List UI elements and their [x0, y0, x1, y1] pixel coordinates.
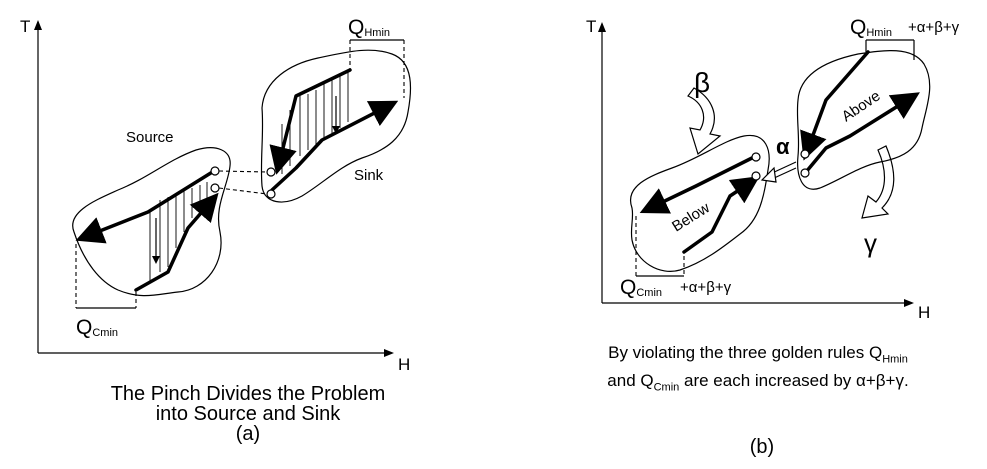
above-hot-curve: [800, 50, 870, 161]
panel-a-t-label: T: [20, 17, 30, 36]
caption-a-line1: The Pinch Divides the Problem: [110, 383, 386, 405]
caption-b: By violating the three golden rules QHmi…: [532, 342, 984, 399]
gamma-label: γ: [864, 228, 877, 258]
panel-a: T H Source: [20, 16, 412, 374]
sink-region: [260, 49, 412, 203]
sink-cold-curve: [270, 100, 399, 192]
alpha-arrow: [760, 161, 797, 183]
caption-b-tag: (b): [749, 436, 775, 458]
sink-pinch-point-cold: [266, 189, 276, 199]
qcmin-bracket: [75, 244, 137, 309]
source-cold-curve: [134, 192, 219, 292]
qcmin-label-b: QCmin: [620, 276, 662, 299]
source-pinch-point-cold: [210, 183, 220, 193]
source-label: Source: [126, 129, 174, 146]
qcmin-penalty-b: +α+β+γ: [680, 279, 732, 296]
beta-arrow: [687, 87, 722, 156]
alpha-label: α: [776, 134, 790, 159]
qhmin-penalty-b: +α+β+γ: [908, 19, 960, 36]
gamma-arrow: [861, 145, 895, 219]
panel-b-t-label: T: [586, 17, 596, 36]
caption-a-line2: into Source and Sink: [155, 403, 341, 425]
below-pinch-point-hot: [751, 152, 761, 162]
sink-hot-curve: [269, 68, 352, 175]
source-hot-curve: [75, 169, 216, 244]
below-cold-curve: [682, 176, 760, 254]
qhmin-bracket: [349, 39, 405, 98]
sink-label: Sink: [354, 167, 384, 184]
above-pinch-point-hot: [800, 149, 810, 159]
panel-b: T H Below Above α β γ: [586, 16, 960, 322]
below-label: Below: [669, 199, 713, 235]
caption-a: The Pinch Divides the Problem into Sourc…: [88, 384, 408, 444]
caption-b-line2: and QCmin are each increased by α+β+γ.: [607, 371, 909, 394]
qhmin-label: QHmin: [348, 16, 390, 39]
qhmin-label-b: QHmin: [850, 16, 892, 39]
source-region: [72, 147, 231, 297]
below-hot-curve: [639, 155, 756, 214]
qhmin-bracket-b: [865, 39, 915, 60]
below-pinch-point-cold: [751, 171, 761, 181]
above-region: [796, 49, 931, 190]
qcmin-label: QCmin: [76, 316, 118, 339]
below-region: [629, 134, 770, 272]
sink-pinch-point-hot: [266, 167, 276, 177]
source-pinch-point-hot: [210, 166, 220, 176]
above-cold-curve: [804, 92, 920, 174]
caption-b-line1: By violating the three golden rules QHmi…: [608, 343, 908, 366]
beta-label: β: [694, 67, 710, 98]
qcmin-bracket-b: [635, 216, 685, 277]
source-hatching: [149, 182, 208, 283]
above-pinch-point-cold: [800, 168, 810, 178]
panel-a-h-label: H: [398, 355, 410, 374]
caption-a-tag: (a): [235, 423, 261, 445]
panel-b-h-label: H: [918, 303, 930, 322]
pinch-connectors: [218, 170, 268, 195]
